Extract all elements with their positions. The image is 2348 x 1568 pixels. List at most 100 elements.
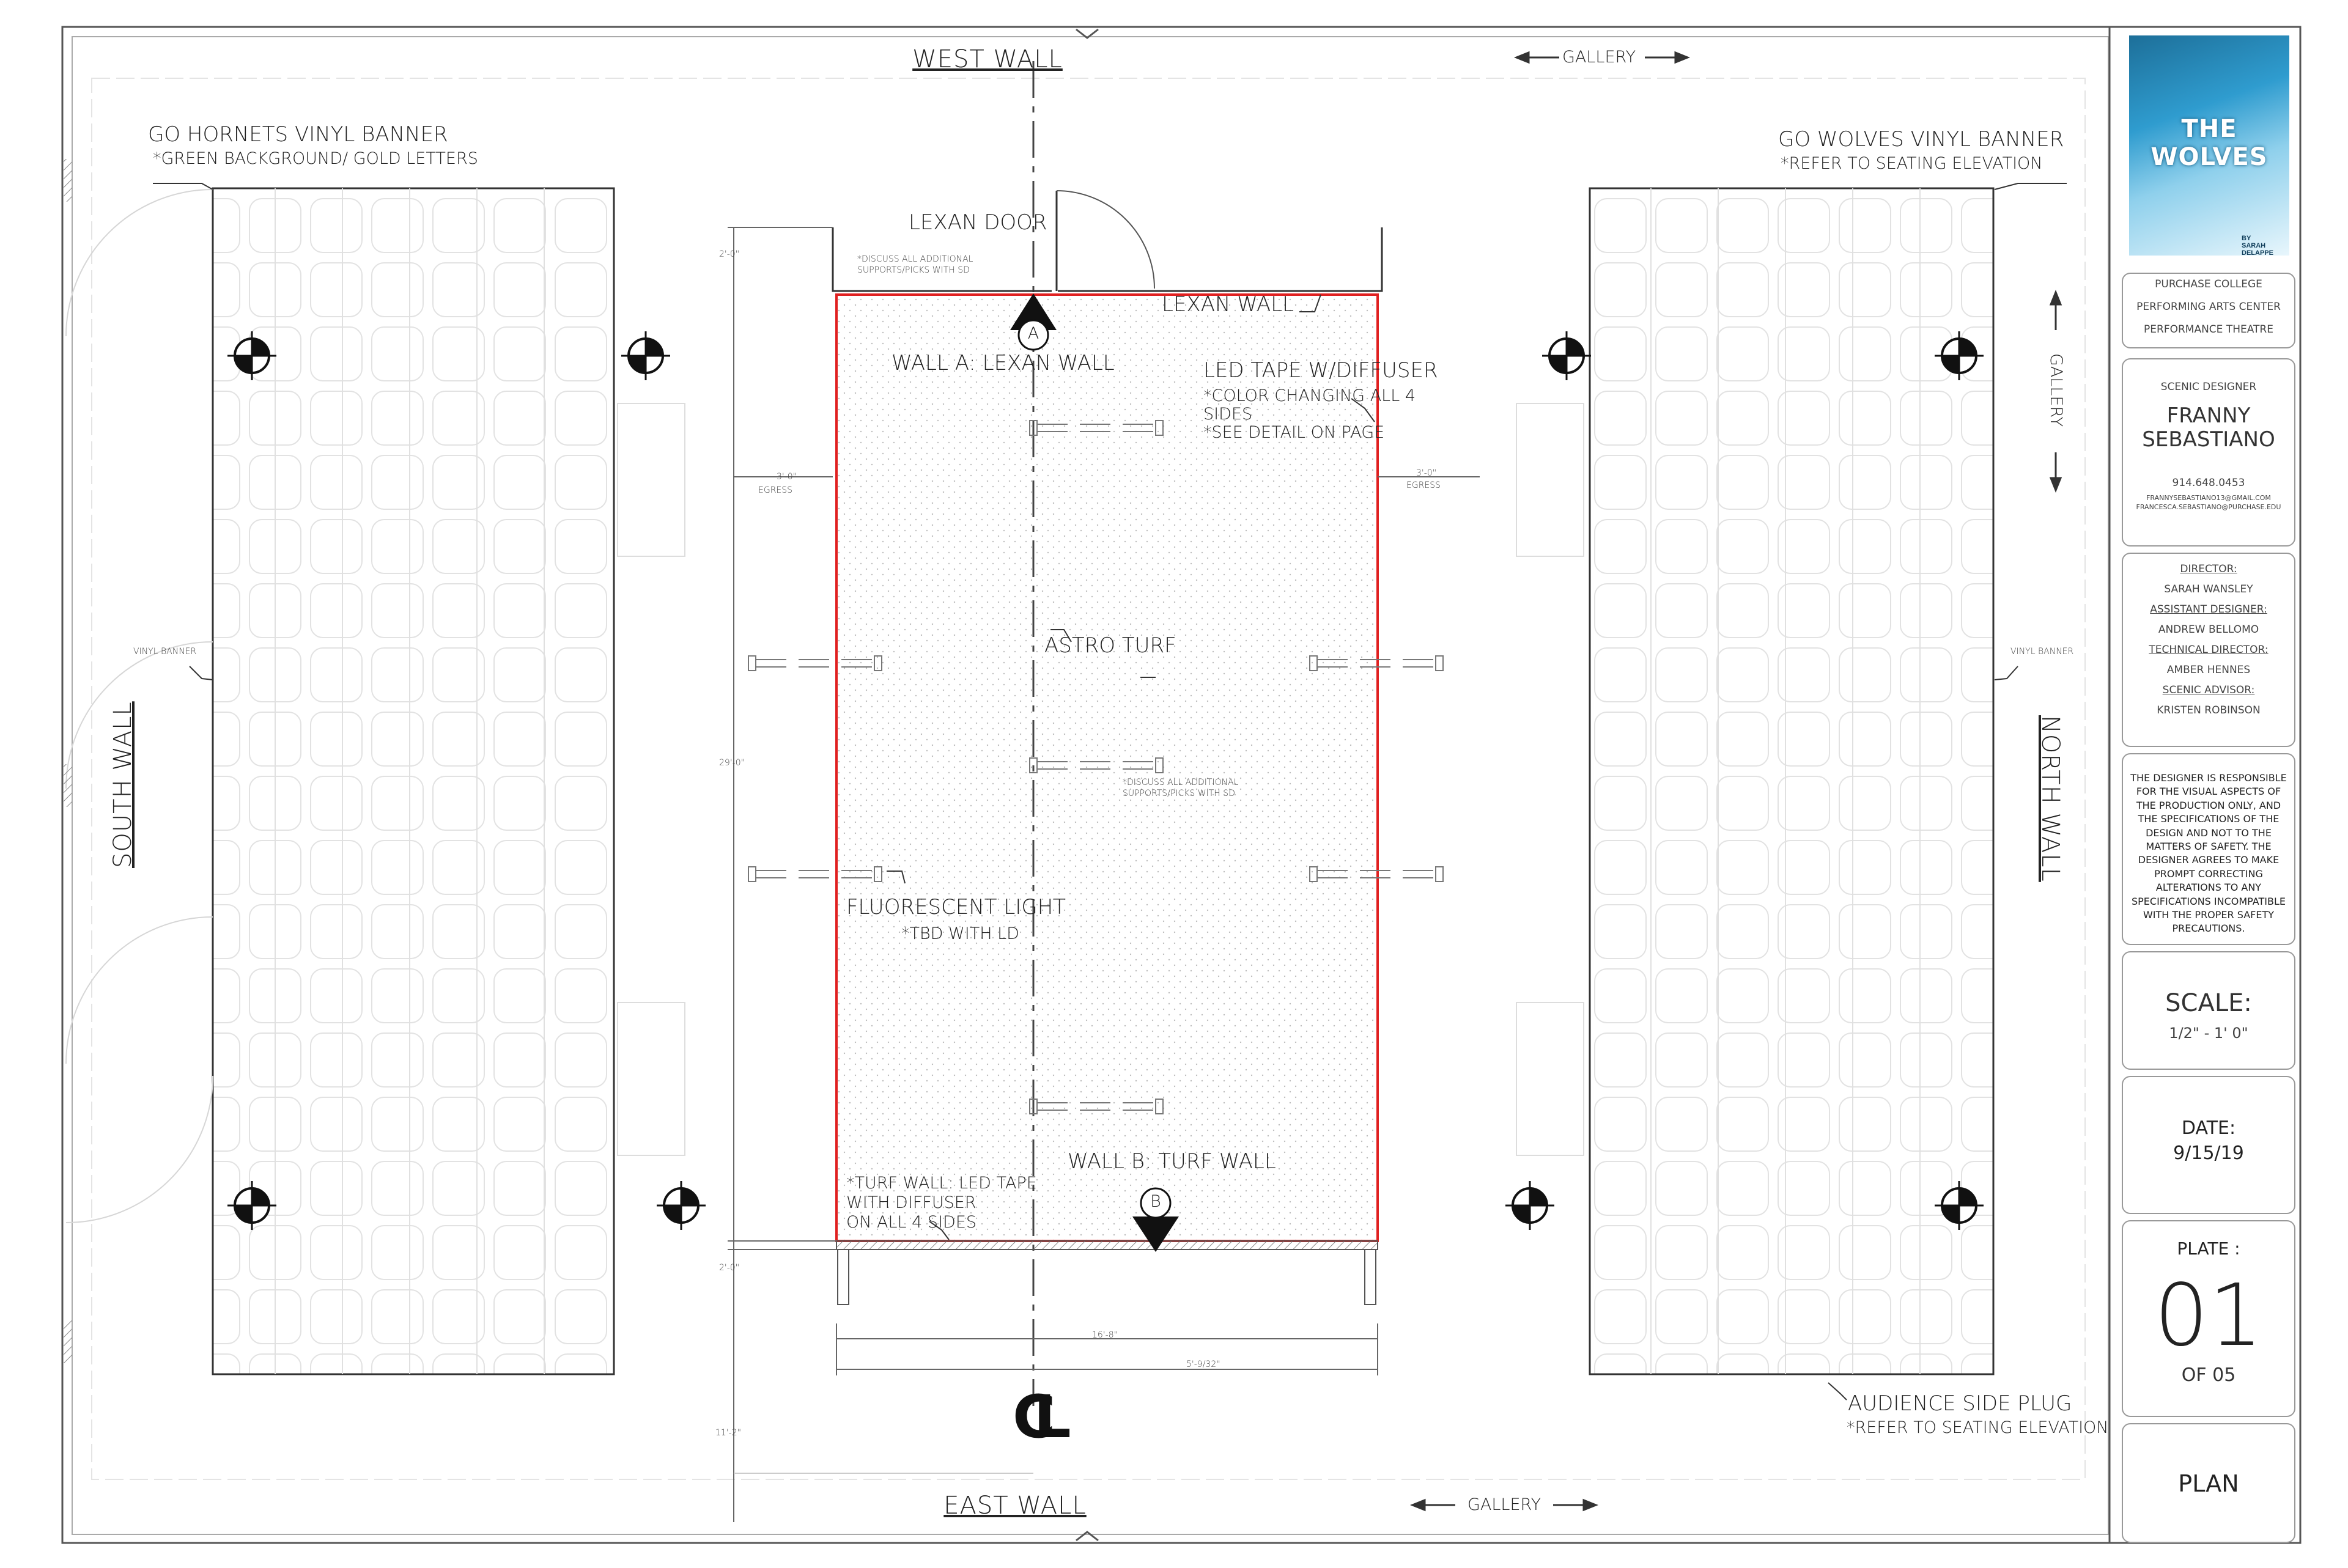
vinyl-banner-right-label: VINYL BANNER [2010, 647, 2074, 657]
fixture [748, 655, 882, 671]
credit-name: SARAH WANSLEY [2164, 583, 2253, 595]
fixture [1029, 1099, 1164, 1114]
lexan-door-label: LEXAN DOOR [909, 210, 1047, 235]
discuss-supports-mid-note: *DISCUSS ALL ADDITIONAL SUPPORTS/PICKS W… [1123, 778, 1239, 798]
venue-line: PERFORMING ARTS CENTER [2136, 300, 2281, 313]
credit-name: ANDREW BELLOMO [2158, 623, 2259, 636]
dimension-lines [728, 227, 1480, 1522]
designer-role: SCENIC DESIGNER [2160, 381, 2257, 393]
target-symbol [227, 1181, 276, 1230]
centerline-symbol: CL [1013, 1383, 1071, 1451]
date-label: DATE: [2181, 1117, 2236, 1139]
scale-label: SCALE: [2165, 989, 2252, 1017]
dim-right-egress-value: 3'-0" [1416, 468, 1437, 478]
dim-bottom-gap: 2'-0" [719, 1263, 740, 1273]
turf-wall-line-2: WITH DIFFUSER [846, 1193, 976, 1212]
led-tape-title: LED TAPE W/DIFFUSER [1203, 358, 1438, 383]
target-symbol [1505, 1181, 1554, 1230]
fixture [1029, 757, 1164, 773]
credits-block: DIRECTOR: SARAH WANSLEY ASSISTANT DESIGN… [2122, 553, 2295, 747]
date-block: DATE: 9/15/19 [2122, 1076, 2295, 1214]
fixture [1309, 655, 1444, 671]
dim-left-egress: EGRESS [758, 485, 793, 495]
designer-email-1: FRANNYSEBASTIANO13@GMAIL.COM [2146, 494, 2271, 502]
left-banner-title: GO HORNETS VINYL BANNER [148, 122, 448, 147]
show-poster: THE WOLVES BY SARAH DELAPPE [2129, 35, 2289, 256]
tbd-note: *TBD WITH LD [901, 924, 1019, 943]
plate-label: PLATE : [2177, 1239, 2240, 1259]
sheet-name: PLAN [2178, 1470, 2239, 1497]
wall-a-label: WALL A: LEXAN WALL [892, 351, 1115, 375]
dim-top-gap: 2'-0" [719, 249, 740, 259]
callout-leaders [887, 294, 1375, 1240]
credit-name: AMBER HENNES [2166, 663, 2251, 676]
fixture [1309, 866, 1444, 882]
break-marks [1076, 28, 1099, 1542]
east-wall-label: EAST WALL [943, 1492, 1087, 1520]
section-marker-a-letter: A [1027, 324, 1039, 343]
seating-bank-left [212, 187, 685, 1375]
fluorescent-light-label: FLUORESCENT LIGHT [846, 895, 1066, 919]
south-wall-label: SOUTH WALL [109, 701, 137, 868]
section-marker-b-letter: B [1150, 1192, 1161, 1211]
target-symbol [657, 1181, 706, 1230]
venue-line: PERFORMANCE THEATRE [2144, 323, 2273, 336]
dim-left-egress-value: 3'-0" [777, 472, 797, 482]
date-value: 9/15/19 [2173, 1142, 2244, 1164]
dim-width: 16'-8" [1092, 1330, 1118, 1340]
target-symbol [1542, 331, 1591, 380]
section-marker-b [1132, 1187, 1179, 1252]
led-tape-line-3: *SEE DETAIL ON PAGE [1203, 423, 1385, 442]
astro-turf-label: ASTRO TURF [1044, 633, 1176, 658]
lexan-wall-label: LEXAN WALL [1162, 292, 1294, 317]
turf-wall-line-3: ON ALL 4 SIDES [846, 1213, 977, 1232]
turf-wall-line-1: *TURF WALL: LED TAPE [846, 1174, 1037, 1193]
left-banner-note: *GREEN BACKGROUND/ GOLD LETTERS [153, 149, 478, 168]
wall-b-label: WALL B: TURF WALL [1068, 1149, 1276, 1174]
fluorescent-fixtures [748, 420, 1444, 1114]
led-tape-line-2: SIDES [1203, 405, 1253, 424]
gallery-arrows [1409, 51, 2062, 1512]
sheet-name-block: PLAN [2122, 1423, 2295, 1543]
target-symbol [1935, 331, 1984, 380]
led-tape-line-1: *COLOR CHANGING ALL 4 [1203, 386, 1416, 405]
disclaimer-block: THE DESIGNER IS RESPONSIBLE FOR THE VISU… [2122, 753, 2295, 945]
target-symbol [227, 331, 276, 380]
venue-line: PURCHASE COLLEGE [2155, 278, 2262, 290]
west-wall-label: WEST WALL [912, 45, 1063, 73]
dim-half-width: 5'-9/32" [1186, 1360, 1220, 1369]
seating-bank-right [1516, 187, 1995, 1375]
dim-lower-depth: 11'-2" [715, 1428, 742, 1438]
designer-block: SCENIC DESIGNER FRANNY SEBASTIANO 914.64… [2122, 358, 2295, 547]
plate-of: OF 05 [2181, 1364, 2236, 1386]
scale-block: SCALE: 1/2" - 1' 0" [2122, 951, 2295, 1070]
credit-name: KRISTEN ROBINSON [2157, 704, 2261, 716]
target-symbols [227, 331, 1984, 1230]
audience-plug-label: AUDIENCE SIDE PLUG [1848, 1391, 2072, 1416]
section-marker-a [1010, 293, 1057, 351]
target-symbol [1935, 1181, 1984, 1230]
designer-phone: 914.648.0453 [2172, 477, 2245, 490]
dim-depth: 29'-0" [719, 758, 745, 768]
north-wall-label: NORTH WALL [2036, 715, 2064, 882]
wall-hatch [64, 159, 72, 1363]
disclaimer-text: THE DESIGNER IS RESPONSIBLE FOR THE VISU… [2130, 772, 2287, 935]
right-banner-note: *REFER TO SEATING ELEVATION [1781, 154, 2043, 173]
plate-number: 01 [2154, 1265, 2264, 1366]
discuss-supports-top-note: *DISCUSS ALL ADDITIONAL SUPPORTS/PICKS W… [857, 254, 973, 275]
designer-first-name: FRANNY [2166, 403, 2251, 428]
venue-block: PURCHASE COLLEGE PERFORMING ARTS CENTER … [2122, 273, 2295, 348]
target-symbol [621, 331, 670, 380]
dim-right-egress: EGRESS [1406, 480, 1441, 490]
banner-leaders [153, 183, 2067, 1401]
designer-email-2: FRANCESCA.SEBASTIANO@PURCHASE.EDU [2136, 502, 2281, 511]
poster-title: THE WOLVES [2150, 115, 2268, 171]
plate-block: PLATE : 01 OF 05 [2122, 1220, 2295, 1417]
vinyl-banner-left-label: VINYL BANNER [133, 647, 197, 657]
right-banner-title: GO WOLVES VINYL BANNER [1778, 127, 2064, 152]
scale-value: 1/2" - 1' 0" [2169, 1025, 2248, 1042]
credit-role: DIRECTOR: [2180, 563, 2237, 575]
fixture [748, 866, 882, 882]
